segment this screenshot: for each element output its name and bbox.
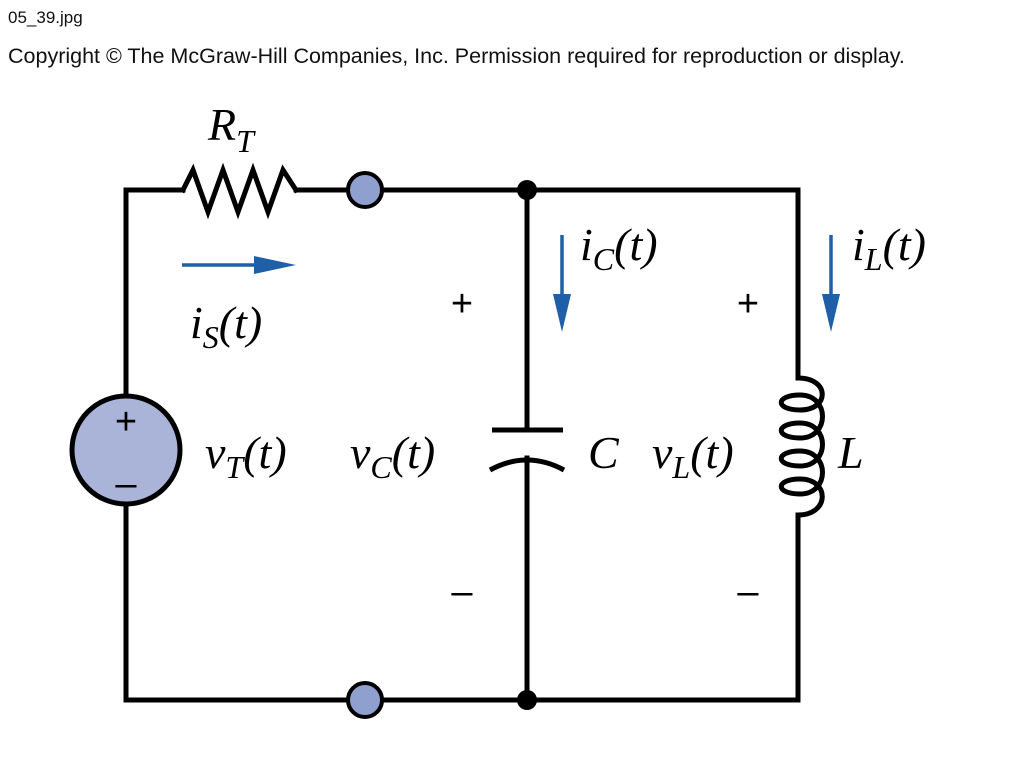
source-minus-sign: – bbox=[115, 463, 137, 505]
capacitor-c bbox=[488, 427, 566, 473]
arrow-is bbox=[182, 256, 296, 274]
inductor-plus-sign: + bbox=[737, 283, 759, 325]
terminal-top bbox=[346, 171, 384, 209]
inductor-minus-sign: – bbox=[737, 571, 759, 613]
label-rt: RT bbox=[207, 99, 256, 159]
label-il: iL(t) bbox=[852, 219, 926, 277]
inductor-l bbox=[778, 375, 825, 518]
label-c: C bbox=[588, 427, 620, 478]
junction-node-top bbox=[517, 180, 537, 200]
arrow-il bbox=[822, 235, 840, 332]
label-l: L bbox=[837, 427, 864, 478]
label-vt: vT(t) bbox=[205, 427, 287, 485]
capacitor-minus-sign: – bbox=[451, 571, 473, 613]
voltage-source: + – bbox=[69, 393, 183, 507]
terminal-bottom bbox=[346, 681, 384, 719]
arrow-ic bbox=[553, 235, 571, 332]
label-vc: vC(t) bbox=[350, 427, 435, 485]
wire-source-bottom bbox=[123, 497, 801, 703]
label-is: iS(t) bbox=[190, 297, 262, 355]
resistor-rt bbox=[179, 162, 300, 220]
label-ic: iC(t) bbox=[580, 219, 658, 277]
circuit-wires bbox=[123, 187, 801, 703]
file-name: 05_39.jpg bbox=[8, 8, 83, 27]
copyright-notice: Copyright © The McGraw-Hill Companies, I… bbox=[8, 44, 905, 68]
wire-left bbox=[123, 187, 186, 403]
junction-node-bottom bbox=[517, 690, 537, 710]
capacitor-plus-sign: + bbox=[451, 283, 473, 325]
source-plus-sign: + bbox=[115, 401, 137, 443]
label-vl: vL(t) bbox=[652, 427, 734, 485]
wire-top bbox=[293, 187, 801, 381]
